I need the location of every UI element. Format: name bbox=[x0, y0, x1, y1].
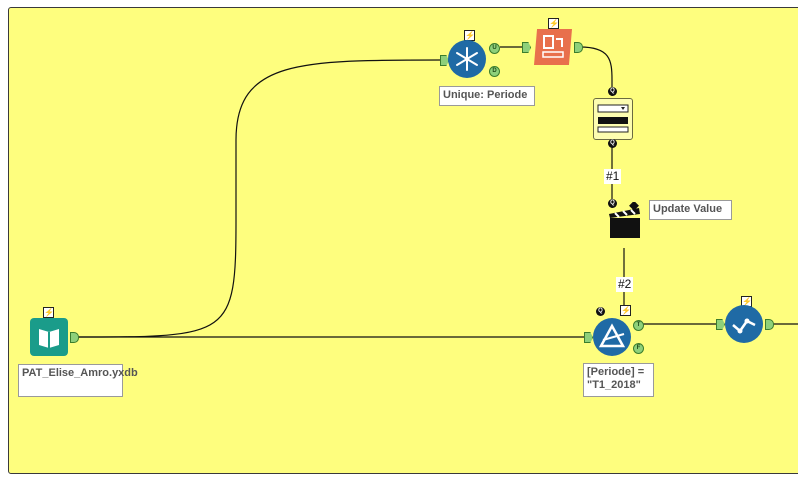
action-tool[interactable] bbox=[606, 200, 644, 242]
dropdown-interface-tool[interactable] bbox=[593, 98, 633, 140]
false-port-f[interactable]: F bbox=[633, 343, 644, 354]
input-data-tool[interactable] bbox=[30, 318, 68, 356]
duplicate-port-d[interactable]: D bbox=[489, 66, 500, 77]
output-anchor[interactable] bbox=[574, 42, 583, 53]
question-anchor[interactable]: Q bbox=[608, 139, 617, 148]
wire-tag-1: #1 bbox=[604, 169, 622, 184]
wire-tag-2: #2 bbox=[616, 277, 634, 292]
question-anchor[interactable]: Q bbox=[596, 307, 605, 316]
true-port-t[interactable]: T bbox=[633, 320, 644, 331]
wire-tool-to-dropdown bbox=[579, 46, 613, 96]
workflow-canvas[interactable] bbox=[8, 7, 798, 474]
rename-icon bbox=[542, 35, 564, 58]
filter-triangle-icon bbox=[598, 323, 626, 348]
filter-tool-label: [Periode] = "T1_2018" bbox=[583, 363, 654, 397]
snowflake-icon bbox=[456, 47, 478, 71]
output-anchor[interactable] bbox=[765, 319, 774, 330]
filter-tool[interactable] bbox=[593, 318, 631, 356]
select-tool[interactable] bbox=[725, 305, 763, 343]
book-icon bbox=[39, 329, 59, 348]
bolt-icon: ⚡ bbox=[620, 305, 631, 316]
update-value-label: Update Value bbox=[649, 200, 732, 220]
bolt-icon: ⚡ bbox=[548, 18, 559, 29]
check-path-icon bbox=[732, 318, 756, 334]
unique-tool[interactable] bbox=[448, 40, 486, 78]
input-anchor[interactable] bbox=[522, 42, 531, 53]
clapperboard-icon bbox=[609, 200, 640, 238]
unique-port-u[interactable]: U bbox=[489, 43, 500, 54]
input-anchor[interactable] bbox=[584, 332, 593, 343]
dropdown-icon bbox=[597, 104, 629, 133]
input-anchor[interactable] bbox=[716, 319, 725, 330]
question-anchor[interactable]: Q bbox=[608, 87, 617, 96]
bolt-icon: ⚡ bbox=[43, 307, 54, 318]
dynamic-rename-tool[interactable] bbox=[534, 29, 572, 65]
input-tool-label: PAT_Elise_Amro.yxdb bbox=[18, 364, 138, 397]
wire-input-to-unique bbox=[77, 59, 441, 338]
question-anchor[interactable]: Q bbox=[608, 199, 617, 208]
output-anchor[interactable] bbox=[70, 332, 79, 343]
unique-tool-label: Unique: Periode bbox=[439, 86, 535, 106]
